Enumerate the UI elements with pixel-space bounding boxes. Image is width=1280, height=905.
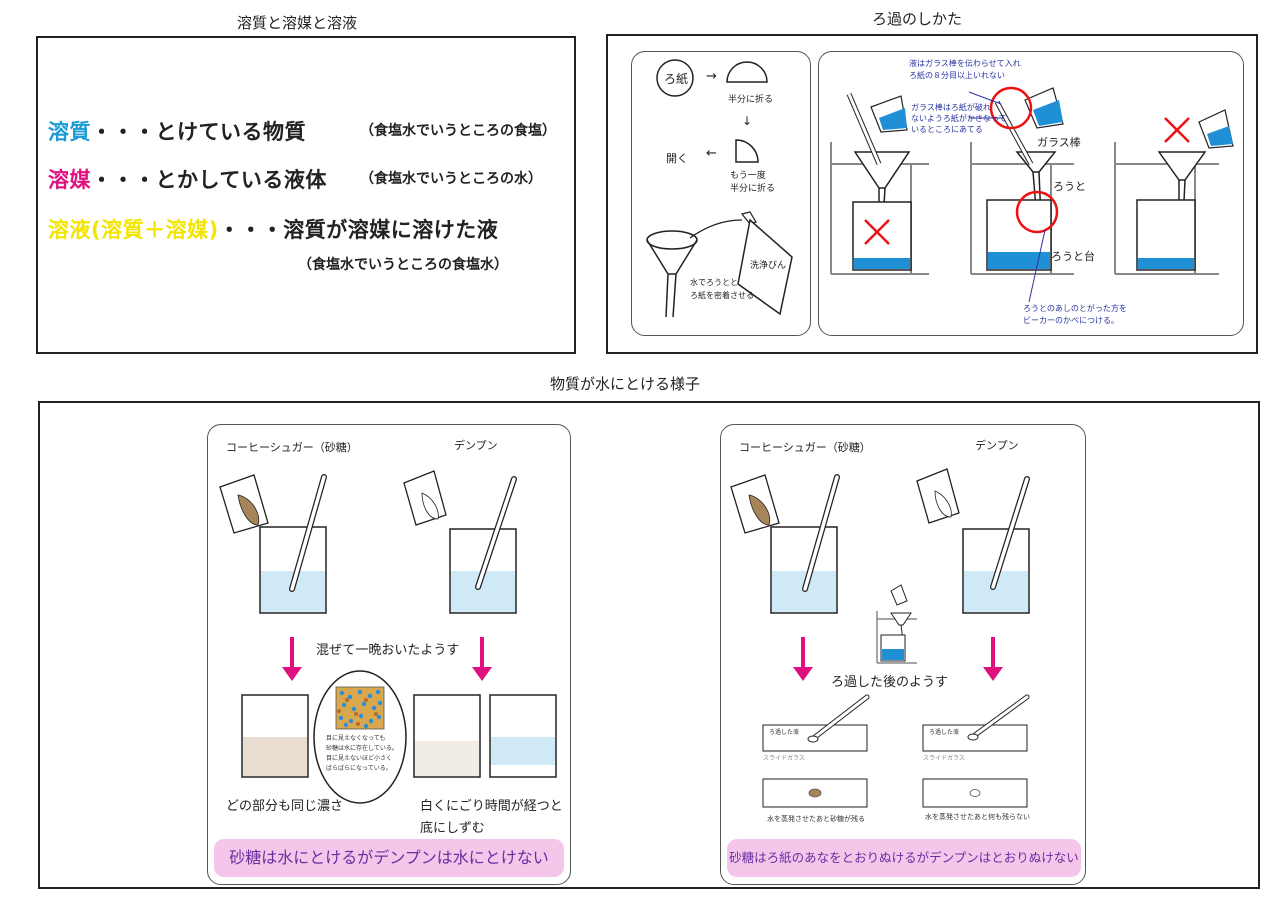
conclusion-banner-right: 砂糖はろ紙のあなをとおりぬけるがデンプンはとおりぬけない xyxy=(727,839,1081,877)
cloudy-label-line1: 白くにごり時間が経つと xyxy=(420,799,563,814)
fold-again-line1: もう一度 xyxy=(730,171,766,181)
filter-paper-label: ろ紙 xyxy=(664,72,689,86)
note-tip-line2: ビーカーのかべにつける。 xyxy=(1023,316,1119,325)
beaker-starch xyxy=(449,476,517,614)
arrow-down-starch-right xyxy=(983,637,1003,681)
half-fold-shape xyxy=(726,61,768,83)
filter-section-title: ろ過のしかた xyxy=(872,10,963,28)
note-rod-line2: ないようろ紙がかさなって xyxy=(911,114,1007,123)
term-solvent: 溶媒 xyxy=(48,168,91,192)
sugar-packet-right xyxy=(730,474,780,534)
sugar-packet xyxy=(219,474,269,534)
filtration-result-svg xyxy=(730,468,1030,808)
slide-label-sugar: スライドガラス xyxy=(763,755,805,762)
mix-overnight-label: 混ぜて一晩おいたようす xyxy=(316,643,460,658)
wrong-setup-1 xyxy=(830,93,929,275)
starch-packet xyxy=(403,470,447,526)
correct-setup xyxy=(968,86,1074,303)
wet-paper-line2: ろ紙を密着させる xyxy=(690,291,754,300)
note-solute: （食塩水でいうところの食塩） xyxy=(360,123,556,139)
zoom-circle xyxy=(313,670,407,804)
slide-starch-residue xyxy=(922,778,1028,808)
sugar-label-right: コーヒーシュガー（砂糖） xyxy=(739,441,871,454)
beaker-starch-right xyxy=(962,476,1030,614)
same-concentration-label: どの部分も同じ濃さ xyxy=(226,799,344,814)
slide-label-starch: スライドガラス xyxy=(923,755,965,762)
glass-rod-label: ガラス棒 xyxy=(1037,136,1081,149)
fold-again-line2: 半分に折る xyxy=(730,184,776,194)
zoom-note-line2: 砂糖は水に存在している。 xyxy=(326,745,398,752)
arrow-left: ← xyxy=(706,146,717,161)
definition-solute: 溶質・・・とけている物質 xyxy=(48,116,306,146)
zoom-note-line3: 目に見えないほど小さく xyxy=(326,755,393,762)
zoom-note-line4: ばらばらになっている。 xyxy=(326,765,392,772)
zoom-note-line1: 目に見えなくなっても xyxy=(326,735,386,742)
desc-solute: ・・・とけている物質 xyxy=(91,120,306,144)
wrong-setup-2 xyxy=(1114,109,1234,275)
mini-filtration-apparatus xyxy=(876,584,917,664)
arrow-down: ↓ xyxy=(742,114,753,128)
solute-section-title: 溶質と溶媒と溶液 xyxy=(237,14,358,32)
slide-sugar-filtrate xyxy=(762,694,870,752)
definition-solution: 溶液(溶質＋溶媒)・・・溶質が溶媒に溶けた液 xyxy=(48,214,498,244)
note-tip-line1: ろうとのあしのとがった方を xyxy=(1023,304,1127,313)
arrow-right-1: → xyxy=(706,69,717,84)
filtration-result-panel: コーヒーシュガー（砂糖） デンプン ろ過した後のようす ろ過した液 ろ過した液 … xyxy=(720,424,1086,885)
filter-paper-svg xyxy=(646,59,793,318)
quarter-fold-shape xyxy=(735,139,759,163)
dissolving-panel: コーヒーシュガー（砂糖） デンプン 混ぜて一晩おいたようす 目に見えなくなっても… xyxy=(207,424,571,885)
starch-label-left: デンプン xyxy=(454,439,498,452)
result-beaker-sugar xyxy=(241,694,309,778)
note-rod-line1: ガラス棒はろ紙が破れ xyxy=(911,103,991,112)
beaker-sugar xyxy=(259,474,327,614)
open-text: 開く xyxy=(666,152,688,165)
arrow-down-sugar xyxy=(282,637,302,681)
wash-bottle-label: 洗浄びん xyxy=(750,261,787,271)
note-solvent: （食塩水でいうところの水） xyxy=(360,171,542,187)
filtration-method-panel: 液はガラス棒を伝わらせて入れ ろ紙の８分目以上いれない ガラス棒はろ紙が破れ な… xyxy=(818,51,1244,336)
filtration-box: ろ紙 → 半分に折る ↓ 開く ← もう一度 半分に折る 洗浄びん 水でろうとと… xyxy=(606,34,1258,354)
note-pour-line2: ろ紙の８分目以上いれない xyxy=(909,71,1005,80)
nothing-remains-text: 水を蒸発させたあと何も残らない xyxy=(925,813,1030,821)
beaker-sugar-right xyxy=(770,474,840,614)
slide-sugar-residue xyxy=(762,778,868,808)
sugar-label-left: コーヒーシュガー（砂糖） xyxy=(226,441,358,454)
fold-half-text: 半分に折る xyxy=(728,95,774,105)
note-rod-line3: いるところにあてる xyxy=(911,125,983,134)
result-beaker-starch-cloudy xyxy=(413,694,481,778)
term-solution: 溶液(溶質＋溶媒) xyxy=(48,218,219,242)
wet-paper-line1: 水でろうとと xyxy=(690,278,738,287)
funnel-label: ろうと xyxy=(1053,180,1086,193)
note-solution: （食塩水でいうところの食塩水） xyxy=(298,257,508,273)
filtrate-label-sugar: ろ過した液 xyxy=(769,729,800,736)
funnel-stand-label: ろうと台 xyxy=(1051,250,1095,263)
arrow-down-sugar-right xyxy=(793,637,813,681)
funnel-with-wash-bottle xyxy=(646,211,793,318)
term-solute: 溶質 xyxy=(48,120,91,144)
dissolve-section-title: 物質が水にとける様子 xyxy=(550,375,701,393)
result-beaker-starch-settled xyxy=(489,694,557,778)
desc-solution: ・・・溶質が溶媒に溶けた液 xyxy=(218,218,499,242)
starch-label-right: デンプン xyxy=(975,439,1019,452)
desc-solvent: ・・・とかしている液体 xyxy=(91,168,327,192)
filter-paper-panel: ろ紙 → 半分に折る ↓ 開く ← もう一度 半分に折る 洗浄びん 水でろうとと… xyxy=(631,51,811,336)
dissolving-box: コーヒーシュガー（砂糖） デンプン 混ぜて一晩おいたようす 目に見えなくなっても… xyxy=(38,401,1260,889)
starch-packet-right xyxy=(916,468,960,524)
filtrate-label-starch: ろ過した液 xyxy=(929,729,960,736)
conclusion-banner-left: 砂糖は水にとけるがデンプンは水にとけない xyxy=(214,839,564,877)
arrow-down-starch xyxy=(472,637,492,681)
note-pour-line1: 液はガラス棒を伝わらせて入れ xyxy=(909,59,1021,68)
sugar-remains-text: 水を蒸発させたあと砂糖が残る xyxy=(767,815,865,823)
filter-paper-circle xyxy=(656,59,694,97)
definition-solvent: 溶媒・・・とかしている液体 xyxy=(48,164,327,194)
filtration-methods-svg xyxy=(830,86,1234,303)
dissolving-svg xyxy=(219,470,557,804)
after-filtration-label: ろ過した後のようす xyxy=(831,675,949,690)
definitions-box: 溶質・・・とけている物質 （食塩水でいうところの食塩） 溶媒・・・とかしている液… xyxy=(36,36,576,354)
slide-starch-filtrate xyxy=(922,694,1030,752)
cloudy-label-line2: 底にしずむ xyxy=(420,821,485,836)
